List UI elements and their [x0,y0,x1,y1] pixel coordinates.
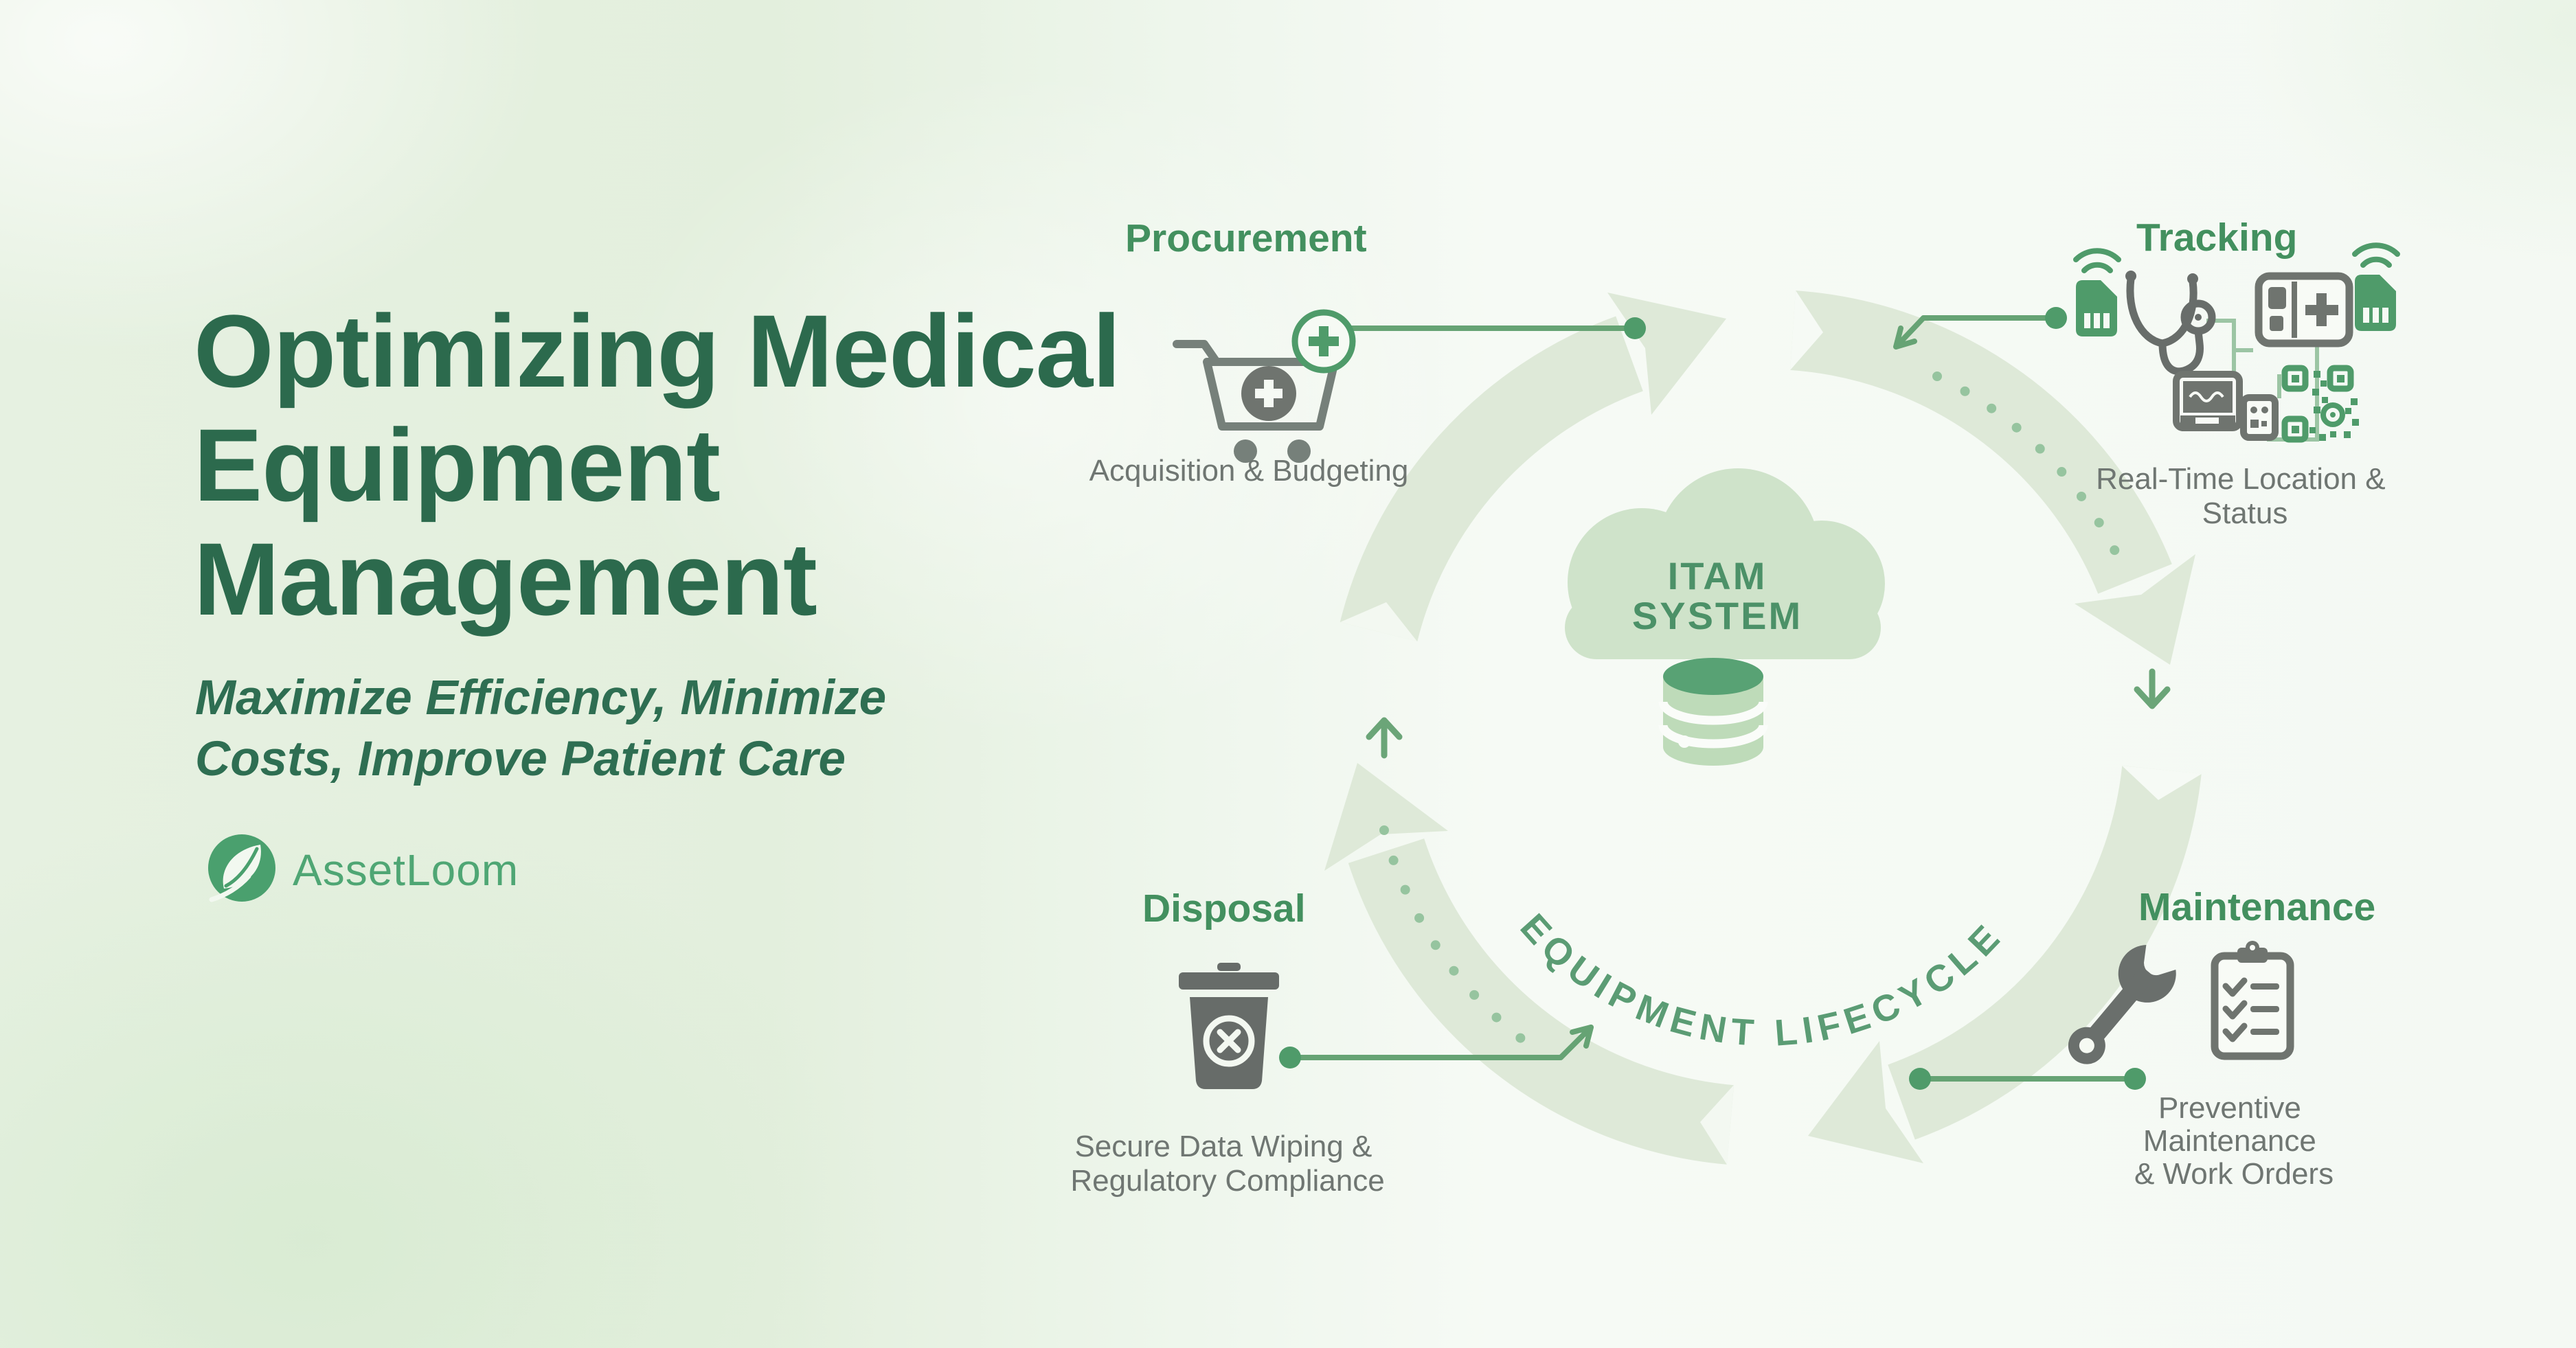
flow-direction-arrows [1366,668,2171,759]
monitor-scanner-icon [2173,371,2279,441]
cloud-icon [1565,468,1885,659]
title-line-1: Optimizing Medical [194,293,1121,409]
ring-arrowhead-bottom [1808,1041,1923,1163]
rfid-tag-wifi-icon [2073,248,2121,336]
title-line-3: Management [194,521,817,637]
maintenance-title: Maintenance [2138,885,2375,929]
maintenance-caption-line1: Preventive [2158,1091,2301,1125]
medical-shopping-cart-icon [1173,309,1356,463]
arrow-down-icon [2134,668,2171,709]
title-line-2: Equipment [194,407,721,523]
ring-arrowhead-left [1324,763,1448,871]
subtitle-line-1: Maximize Efficiency, Minimize [195,671,887,725]
tracking-title: Tracking [2136,216,2297,260]
tracking-caption-line2: Status [2202,496,2288,530]
maintenance-caption: Preventive Maintenance & Work Orders [2134,1091,2334,1191]
ring-tail-notch-4 [1700,1085,1734,1165]
dotted-arc-right [1932,372,2125,567]
stethoscope-icon [2125,271,2216,376]
page-subtitle: Maximize Efficiency, Minimize Costs, Imp… [195,667,1088,790]
ring-arrowhead-right [2075,554,2195,665]
itam-system-hub: ITAM SYSTEM [1565,468,1885,766]
medical-device-icon [2255,272,2353,347]
itam-label-line1: ITAM [1668,554,1767,597]
arrow-up-icon [1366,717,1403,759]
itam-label-line2: SYSTEM [1632,594,1803,637]
procurement-title: Procurement [1125,216,1367,260]
maintenance-connector [1909,1068,2146,1090]
checklist-clipboard-icon [2211,941,2294,1060]
rfid-tag-wifi-icon [2352,242,2400,331]
stage-connectors [1279,307,2146,1090]
tracking-connector [1893,307,2067,350]
stage-maintenance: Maintenance [2068,885,2375,1191]
ring-arc-top-left [1340,316,1644,642]
trash-bin-x-icon [1179,963,1279,1089]
logo-wordmark: AssetLoom [293,845,519,895]
ring-arc-top-right [1789,290,2172,594]
ring-tail-notch-3 [2122,766,2202,800]
leaf-circle-icon [206,832,278,907]
stage-tracking: Tracking [2073,216,2400,530]
tracking-caption-line1: Real-Time Location & [2096,462,2385,496]
disposal-connector [1279,1025,1594,1069]
dotted-flow-arcs [1379,372,2125,1060]
tracking-caption: Real-Time Location & Status [2096,462,2394,530]
database-icon [1658,658,1768,766]
stage-procurement: Procurement Acquisition & Budgeting [1089,216,1409,488]
disposal-caption: Secure Data Wiping & Regulatory Complian… [1070,1130,1384,1198]
disposal-title: Disposal [1142,887,1306,930]
disposal-caption-line2: Regulatory Compliance [1070,1164,1384,1198]
maintenance-caption-line2: Maintenance [2143,1124,2316,1158]
stage-disposal: Disposal Secure Data Wiping & Regulatory… [1070,887,1384,1198]
maintenance-caption-line3: & Work Orders [2134,1157,2334,1191]
wrench-icon [2068,944,2176,1064]
ring-tail-notch-2 [1790,290,1823,370]
disposal-caption-line1: Secure Data Wiping & [1074,1130,1372,1163]
assetloom-logo: AssetLoom [206,832,519,907]
page-title: Optimizing Medical Equipment Management [194,294,1169,636]
procurement-caption: Acquisition & Budgeting [1089,454,1409,488]
qr-code-icon [2281,365,2359,443]
ring-tail-notch-1 [1340,602,1417,641]
ring-arc-bottom-left [1348,838,1735,1165]
subtitle-line-2: Costs, Improve Patient Care [195,732,846,786]
ring-arc-bottom-right [1887,765,2202,1140]
